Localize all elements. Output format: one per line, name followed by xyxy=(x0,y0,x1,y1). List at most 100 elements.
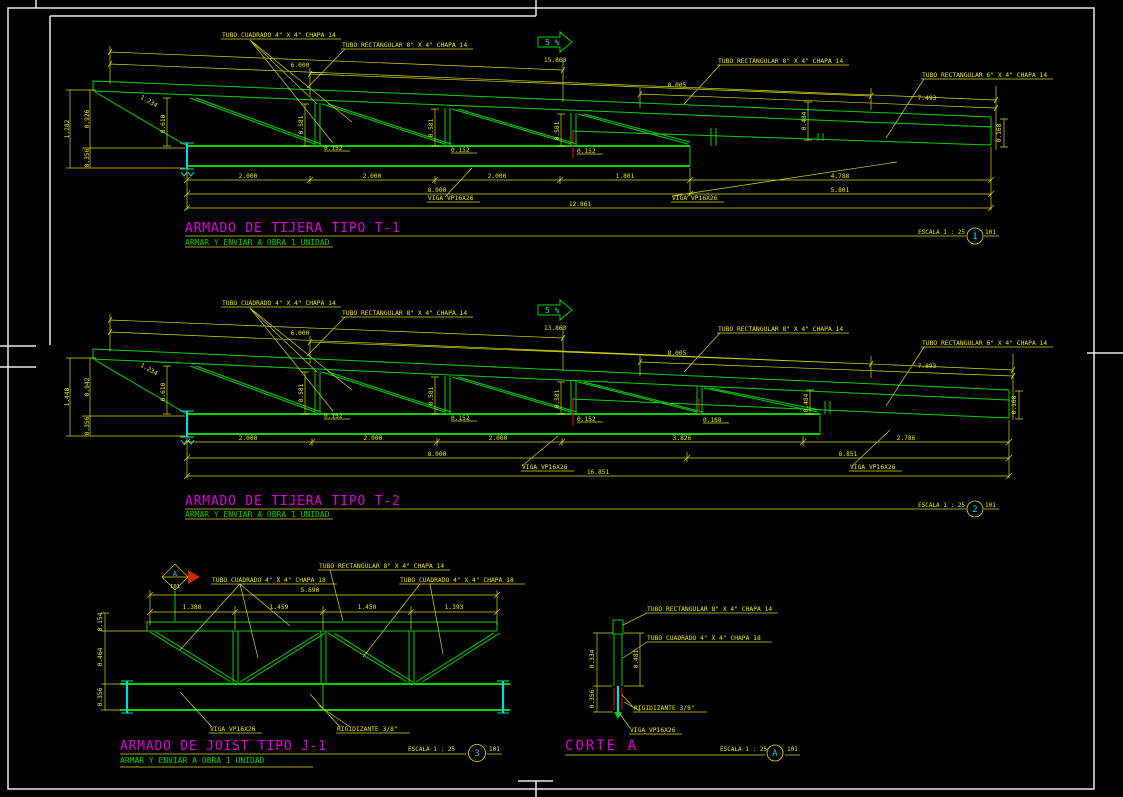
t2-dim-b3: 2.000 xyxy=(489,435,508,442)
t2-dim-gap1: 0.152 xyxy=(324,413,343,420)
t1-dim-b4: 1.801 xyxy=(616,173,635,180)
t2-dim-total: 16.851 xyxy=(587,469,610,476)
border-inner-corner xyxy=(49,15,536,345)
corte-dim-inner: 0.481 xyxy=(633,649,640,668)
j1-marker-letter: A xyxy=(173,570,178,578)
t1-support-serifs xyxy=(180,142,195,177)
t1-dim-web4: 0.484 xyxy=(801,111,808,130)
t1-dim-c1: 8.000 xyxy=(428,187,447,194)
t1-dim-diagonal: 1.234 xyxy=(139,94,159,110)
j1-support-serifs xyxy=(121,680,509,714)
j1-dim-s1: 1.388 xyxy=(183,604,202,611)
corte-dim-lower: 0.356 xyxy=(589,689,596,708)
t1-dim-8005: 8.005 xyxy=(668,82,687,89)
t2-dim-8005: 8.005 xyxy=(668,350,687,357)
corte-label-tubo-cuad: TUBO CUADRADO 4" X 4" CHAPA 18 xyxy=(647,635,761,642)
t2-dim-web2: 0.581 xyxy=(428,386,435,405)
corte-scale-label: ESCALA 1 : 25 xyxy=(720,746,767,753)
j1-dim-l1: 0.154 xyxy=(97,612,104,631)
t2-dim-gap2: 0.152 xyxy=(451,415,470,422)
t2-dim-6000: 6.000 xyxy=(291,330,310,337)
t1-dim-left-lower: 0.356 xyxy=(84,148,91,167)
t2-label-tubo-rect6: TUBO RECTANGULAR 6" X 4" CHAPA 14 xyxy=(922,340,1047,347)
t1-slope-arrow-icon xyxy=(537,30,573,54)
j1-scale-label: ESCALA 1 : 25 xyxy=(408,746,455,753)
t2-dim-gap4: 0.168 xyxy=(703,417,722,424)
t2-dim-c1: 8.000 xyxy=(428,451,447,458)
t1-dim-b3: 2.000 xyxy=(488,173,507,180)
j1-title: ARMADO DE JOIST TIPO J-1 xyxy=(120,739,327,754)
t2-dim-web4: 0.484 xyxy=(803,393,810,412)
t2-dim-b5: 2.786 xyxy=(897,435,916,442)
t2-dim-gap3: 0.152 xyxy=(577,416,596,423)
t2-dim-left-lower: 0.356 xyxy=(84,416,91,435)
t2-dim-web1: 0.581 xyxy=(298,383,305,402)
t1-label-tubo-rect8b: TUBO RECTANGULAR 8" X 4" CHAPA 14 xyxy=(718,58,843,65)
t1-dim-6000: 6.000 xyxy=(291,62,310,69)
j1-dim-l3: 0.356 xyxy=(97,687,104,706)
corte-title: CORTE A xyxy=(565,738,638,754)
panel-joist-j1: A 101 TUBO RECTANGULAR 8" X 4" CHAPA 14 … xyxy=(97,563,525,768)
j1-label-tubo-cuad-right: TUBO CUADRADO 4" X 4" CHAPA 18 xyxy=(400,577,514,584)
corte-sheet-ref: 101 xyxy=(787,746,798,753)
t2-dim-left-total: 1.448 xyxy=(64,387,71,406)
t1-label-viga-2: VIGA VP16X26 xyxy=(672,195,718,202)
t1-dim-web3: 0.581 xyxy=(554,121,561,140)
j1-subtitle: ARMAR Y ENVIAR A OBRA 1 UNIDAD xyxy=(120,756,265,765)
t1-dim-left-total: 1.282 xyxy=(64,119,71,138)
j1-dim-l2: 0.464 xyxy=(97,647,104,666)
j1-bottom-beam xyxy=(120,683,510,711)
t1-dim-b2: 2.000 xyxy=(363,173,382,180)
t2-dim-web3: 0.581 xyxy=(554,389,561,408)
j1-section-marker-flag-icon xyxy=(188,570,200,584)
t2-bottom-beam xyxy=(187,413,820,435)
t2-dim-diagonal: 1.234 xyxy=(139,362,159,378)
t2-dim-right: 7.893 xyxy=(918,363,937,370)
t2-dim-b1: 2.000 xyxy=(239,435,258,442)
t1-label-tubo-rect8a: TUBO RECTANGULAR 8" X 4" CHAPA 14 xyxy=(342,42,467,49)
t1-dim-b1: 2.000 xyxy=(239,173,258,180)
j1-structure-lines xyxy=(146,591,501,709)
t2-title: ARMADO DE TIJERA TIPO T-2 xyxy=(185,494,401,509)
t2-label-viga-2: VIGA VP16X26 xyxy=(850,464,896,471)
t1-dim-end: 0.168 xyxy=(996,123,1003,142)
t2-sheet-ref: 101 xyxy=(985,502,996,509)
panel-truss-t1: 5 % TUBO CUADRADO 4" X 4" CHAPA 14 TUBO … xyxy=(64,30,1053,248)
j1-bubble-number: 3 xyxy=(474,749,479,759)
j1-marker-sheet: 101 xyxy=(170,584,180,590)
j1-dim-s3: 1.450 xyxy=(358,604,377,611)
t1-dim-taper: 0.610 xyxy=(160,114,167,133)
t2-scale-label: ESCALA 1 : 25 xyxy=(918,502,965,509)
t1-dim-gap1: 0.152 xyxy=(324,145,343,152)
t1-sheet-ref: 101 xyxy=(985,229,996,236)
t1-subtitle: ARMAR Y ENVIAR A OBRA 1 UNIDAD xyxy=(185,238,330,247)
t2-dim-b4: 3.826 xyxy=(673,435,692,442)
t1-label-viga-1: VIGA VP16X26 xyxy=(428,195,474,202)
t2-label-tubo-rect8b: TUBO RECTANGULAR 8" X 4" CHAPA 14 xyxy=(718,326,843,333)
j1-dimension-lines xyxy=(101,569,525,768)
corte-detail-bubble xyxy=(766,744,784,762)
t1-dim-web2: 0.581 xyxy=(428,118,435,137)
t1-dim-c2: 5.801 xyxy=(831,187,850,194)
j1-label-tubo-rect8: TUBO RECTANGULAR 8" X 4" CHAPA 14 xyxy=(319,563,444,570)
t2-dim-left-upper: 0.942 xyxy=(84,377,91,396)
t1-bottom-beam xyxy=(187,145,690,167)
t1-dim-web1: 0.581 xyxy=(298,115,305,134)
t2-dim-c2: 8.851 xyxy=(839,451,858,458)
t2-structure-lines xyxy=(92,348,1010,434)
corte-structure-lines xyxy=(612,619,624,686)
j1-dim-s2: 1.459 xyxy=(270,604,289,611)
t1-dim-top-total: 15.863 xyxy=(544,57,567,64)
t1-bubble-number: 1 xyxy=(972,232,977,242)
j1-label-tubo-cuad-left: TUBO CUADRADO 4" X 4" CHAPA 18 xyxy=(212,577,326,584)
panel-corte-a: TUBO RECTANGULAR 8" X 4" CHAPA 14 TUBO C… xyxy=(565,606,800,762)
corte-label-viga: VIGA VP16X26 xyxy=(630,727,676,734)
t1-dim-left-upper: 0.926 xyxy=(84,109,91,128)
t1-slope-label: 5 % xyxy=(545,38,560,47)
t2-support-serifs xyxy=(180,410,195,445)
j1-detail-bubble xyxy=(468,744,486,762)
corte-label-tubo-rect8: TUBO RECTANGULAR 8" X 4" CHAPA 14 xyxy=(647,606,772,613)
